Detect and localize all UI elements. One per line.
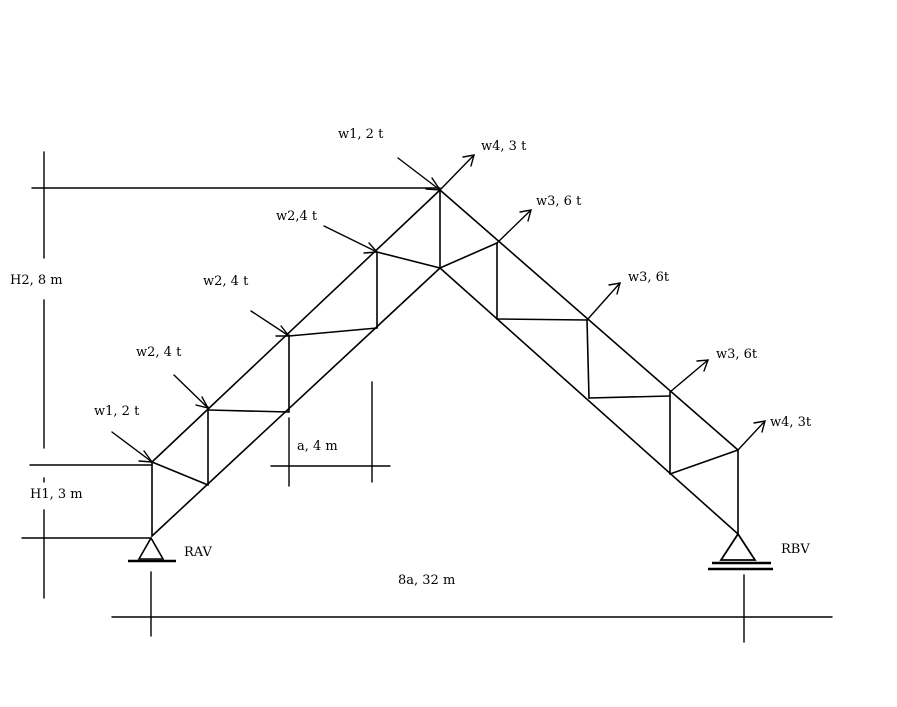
bottom-chord-right [439,267,739,535]
load-arrow [250,310,290,337]
load-label: w3, 6 t [536,194,582,209]
h2-label: H2, 8 m [10,273,63,288]
support-a [128,536,176,563]
arrowhead [696,359,710,372]
load-label: w3, 6t [716,347,758,362]
load-label: w4, 3t [770,415,812,430]
web-strut [288,327,378,337]
arrowhead [608,282,621,295]
load-label: w2, 4 t [203,274,249,289]
load-arrow [737,420,766,451]
web-diagonal [376,251,441,269]
arrowhead [363,242,379,254]
arrowhead [462,154,475,167]
arrowhead [195,396,210,410]
web-strut [588,395,671,399]
bottom-chord-left [151,267,441,537]
arrowhead [753,420,766,433]
arrowhead [138,450,154,463]
load-arrow [439,154,475,191]
a-label: a, 4 m [297,439,338,454]
load-label: w2, 4 t [136,345,182,360]
web-strut [207,409,290,413]
truss-members [151,189,739,537]
load-arrow [496,209,532,244]
web-strut [496,318,588,321]
load-label: w4, 3 t [481,139,527,154]
load-arrow [173,374,209,409]
left-loads [111,157,442,463]
load-label: w3, 6t [628,270,670,285]
web-diagonal [439,242,498,269]
load-arrow [397,157,441,191]
top-chord-right [439,189,739,451]
arrowhead [275,325,291,337]
top-chord-left [151,189,441,463]
h1-label: H1, 3 m [30,487,83,502]
pin-support-triangle [137,536,165,560]
right-loads [439,154,766,451]
rbv-label: RBV [781,542,810,557]
rav-label: RAV [184,545,213,560]
span-label: 8a, 32 m [398,573,455,588]
web-diagonal [151,461,209,486]
load-label: w2,4 t [276,209,318,224]
roller-support-triangle [719,532,757,561]
load-arrow [586,282,621,321]
load-label: w1, 2 t [94,404,140,419]
support-b [708,532,773,571]
load-arrow [323,225,378,253]
text-labels: H2, 8 m H1, 3 m a, 4 m 8a, 32 m RAV RBV … [10,127,812,588]
web-vertical [586,319,590,399]
load-arrow [669,359,709,393]
arrowhead [519,209,532,222]
load-arrow [111,431,153,463]
load-label: w1, 2 t [338,127,384,142]
web-diagonal [669,449,739,475]
dimension-lines [21,151,833,643]
